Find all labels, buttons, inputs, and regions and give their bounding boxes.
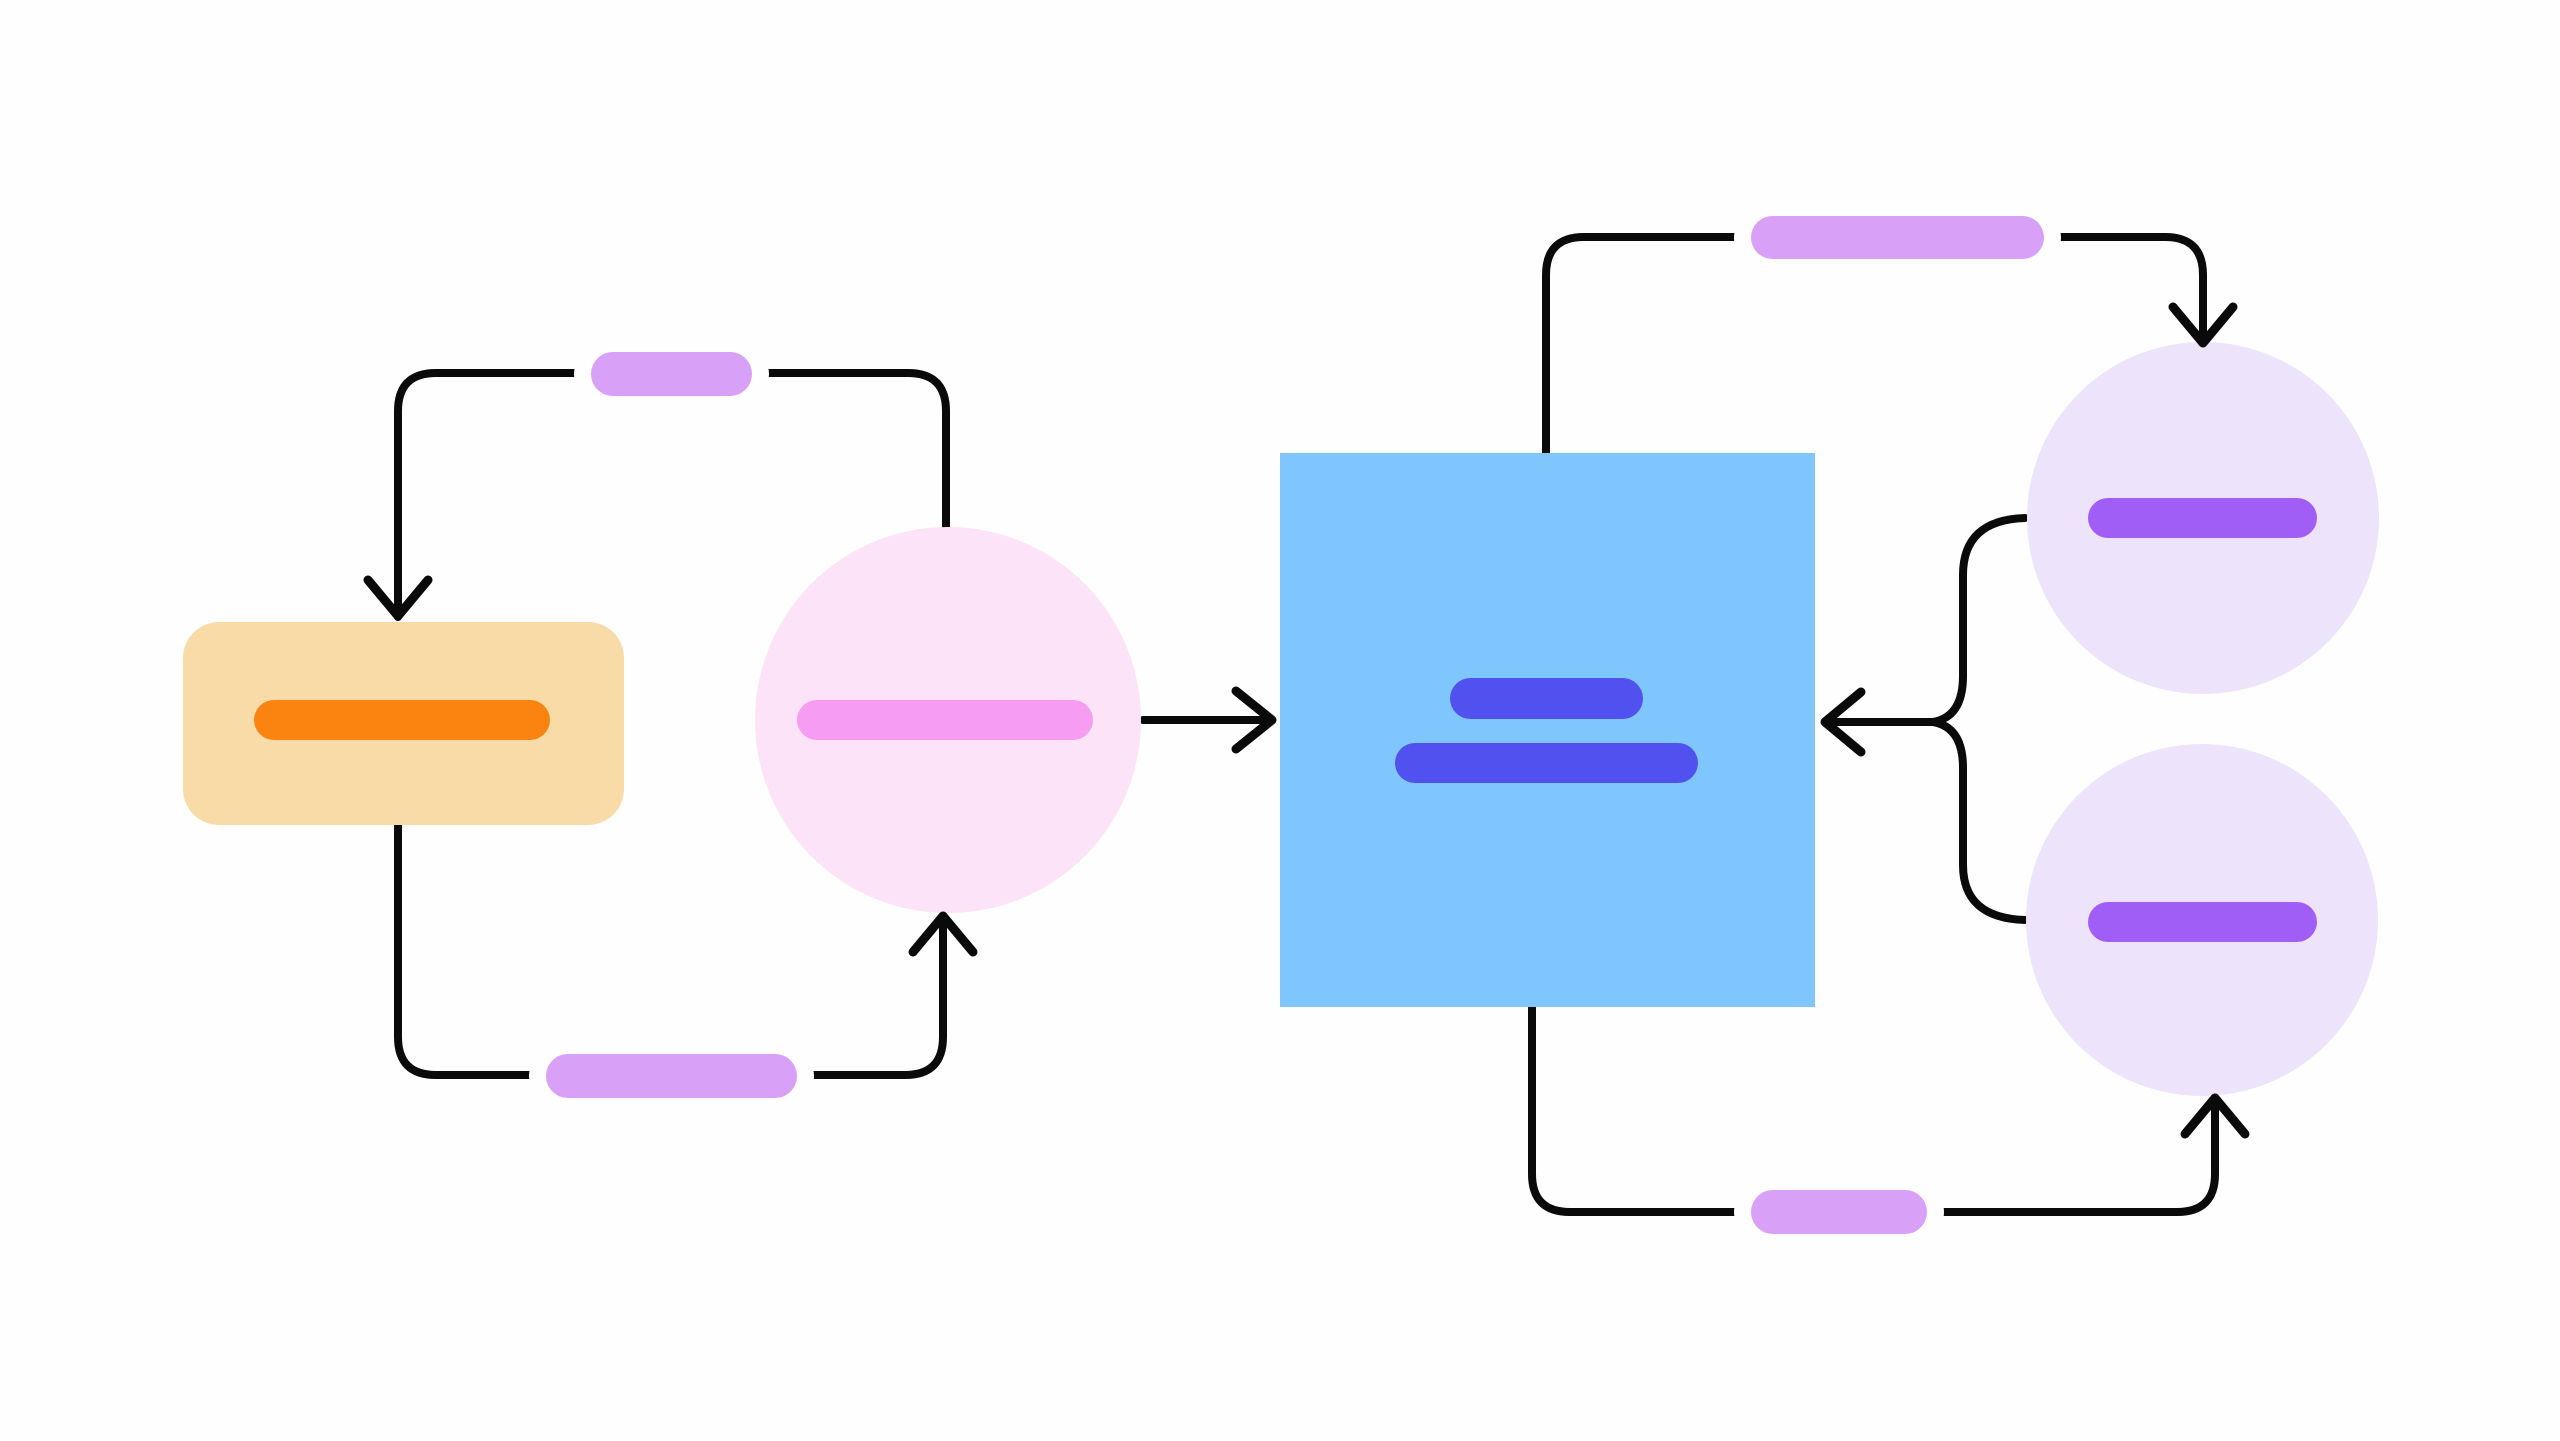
- node-circle-lavender-bottom: [2026, 744, 2378, 1096]
- connector-lavender-brace-to-blue-square-arrowhead: [1820, 687, 1866, 757]
- connector-blue-square-to-lavender-bottom-arrowhead: [2180, 1093, 2250, 1139]
- placeholder-text-bar: [2088, 498, 2317, 538]
- node-circle-lavender-top: [2027, 342, 2379, 694]
- connector-blue-square-to-lavender-bottom-label-pill[interactable]: [1751, 1190, 1927, 1234]
- connector-blue-square-to-lavender-top-arrowhead: [2168, 302, 2238, 348]
- connector-lavender-brace-to-blue-square-line-2: [1929, 718, 2029, 924]
- connector-pink-circle-to-blue-square-arrowhead: [1231, 686, 1277, 754]
- node-rounded-rect-peach: [183, 622, 624, 825]
- node-square-blue: [1280, 453, 1815, 1007]
- node-circle-pink: [755, 527, 1141, 913]
- node-square-blue-shape[interactable]: [1280, 453, 1815, 1007]
- placeholder-text-bar: [1450, 678, 1643, 719]
- connector-peach-rect-to-pink-circle-label-pill[interactable]: [546, 1054, 797, 1098]
- connector-pink-circle-to-peach-rect-arrowhead: [363, 575, 433, 621]
- connector-blue-square-to-lavender-top-label-pill[interactable]: [1751, 216, 2044, 259]
- placeholder-text-bar: [1395, 743, 1698, 783]
- connector-lavender-brace-to-blue-square-line-1: [1929, 514, 2029, 726]
- placeholder-text-bar: [254, 700, 550, 740]
- placeholder-text-bar: [2088, 902, 2317, 942]
- connector-peach-rect-to-pink-circle-arrowhead: [908, 911, 978, 957]
- placeholder-text-bar: [797, 700, 1093, 740]
- connector-pink-circle-to-peach-rect-label-pill[interactable]: [591, 352, 752, 396]
